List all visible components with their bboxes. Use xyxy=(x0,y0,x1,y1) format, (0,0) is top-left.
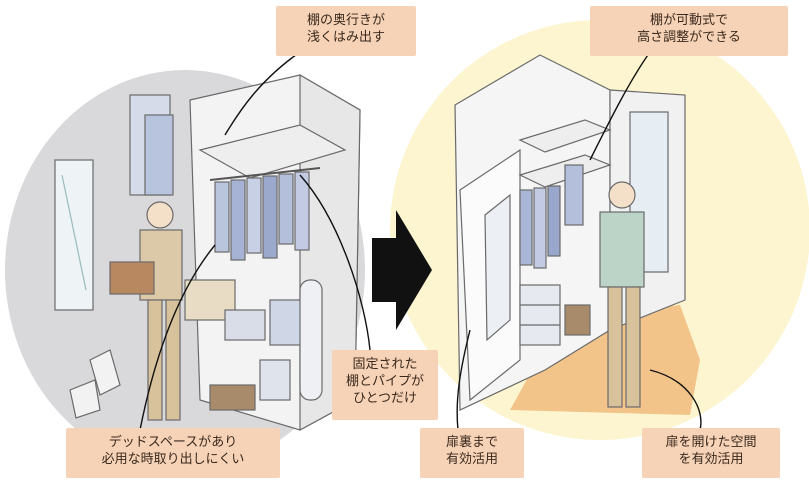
callout-line: 有効活用 xyxy=(445,452,498,467)
messy-closet xyxy=(54,73,361,432)
callout-line: 扉裏まで xyxy=(445,435,498,450)
callout-line: 棚の奥行きが xyxy=(306,13,385,28)
transform-arrow xyxy=(372,210,432,330)
organized-clothes xyxy=(519,164,584,269)
callout-shelf-depth: 棚の奥行きが 浅くはみ出す xyxy=(276,6,416,56)
adjustable-shelf xyxy=(518,119,612,153)
callout-line: 扉を開けた空間 xyxy=(665,435,757,450)
callout-line: ひとつだけ xyxy=(352,391,418,406)
floor-clutter xyxy=(184,279,323,411)
callout-fixed-shelf-pipe: 固定された 棚とパイプが ひとつだけ xyxy=(332,350,438,420)
callout-open-space: 扉を開けた空間 を有効活用 xyxy=(642,428,780,478)
callout-line: 浅くはみ出す xyxy=(306,30,385,45)
hanging-pipe xyxy=(209,167,321,181)
fixed-shelf xyxy=(198,124,347,179)
mirror-right xyxy=(629,111,669,273)
hanging-clothes-left xyxy=(129,94,174,196)
callout-dead-space: デッドスペースがあり 必用な時取り出しにくい xyxy=(66,428,280,478)
person-before xyxy=(109,201,183,421)
callout-door-back: 扉裏まで 有効活用 xyxy=(420,428,524,478)
callout-line: 棚とパイプが xyxy=(345,374,424,389)
organized-closet xyxy=(454,54,700,415)
person-after xyxy=(599,181,645,408)
callout-line: を有効活用 xyxy=(678,452,744,467)
callout-line: 必用な時取り出しにくい xyxy=(101,452,245,467)
hanging-clothes xyxy=(214,171,310,261)
callout-line: デッドスペースがあり xyxy=(108,435,238,450)
callout-shelf-adjustable: 棚が可動式で 高さ調整ができる xyxy=(590,6,788,56)
callout-line: 高さ調整ができる xyxy=(637,30,741,45)
door-rack xyxy=(484,193,511,342)
leader-lines xyxy=(139,51,702,431)
drawer-unit xyxy=(519,284,561,346)
callout-line: 棚が可動式で xyxy=(649,13,728,28)
callout-line: 固定された xyxy=(352,357,418,372)
